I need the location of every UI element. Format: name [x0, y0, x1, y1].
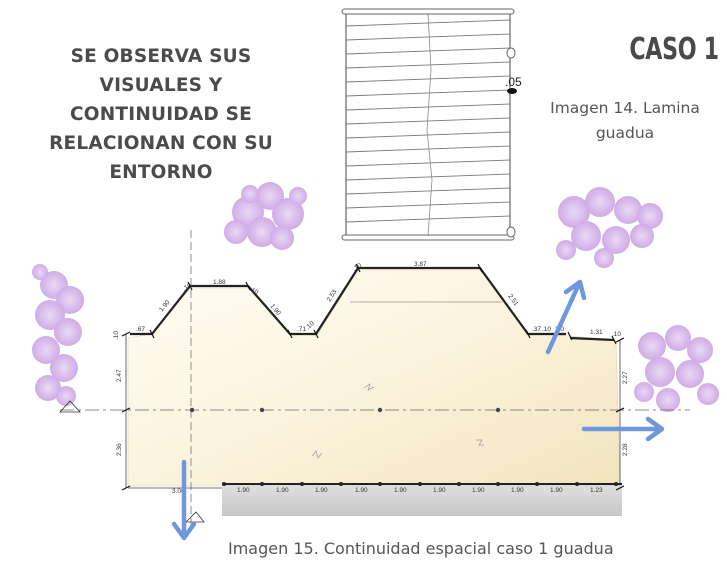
- lamina-guadua-drawing: [341, 8, 517, 241]
- caption-line: guadua: [595, 124, 655, 142]
- arrow-down-icon: [171, 459, 197, 541]
- dimension-label: .10: [352, 262, 364, 273]
- tree-icon: [634, 325, 719, 412]
- side-dimensions: 2.47 2.36 2.27 2.28: [116, 369, 629, 456]
- image-15-caption: Imagen 15. Continuidad espacial caso 1 g…: [228, 539, 614, 558]
- dimension-label: .10: [113, 331, 120, 340]
- dimension-label: 1.90: [472, 487, 485, 494]
- dimension-label: 2.27: [622, 371, 629, 384]
- caption-line: Imagen 14. Lamina: [550, 99, 700, 117]
- dimension-label: 1.90: [237, 487, 250, 494]
- dimension-label: 2.28: [622, 443, 629, 456]
- dimension-label: 1.90: [511, 487, 524, 494]
- dimension-label: 1.90: [355, 487, 368, 494]
- dimension-label: .67: [136, 326, 145, 333]
- dimension-label: .10: [304, 320, 316, 332]
- tree-icon: [32, 264, 84, 406]
- dimension-label: 3.87: [414, 261, 427, 268]
- dimension-label: .10: [542, 326, 551, 333]
- tree-icon: [224, 182, 307, 250]
- dimension-label: 2.36: [116, 443, 123, 456]
- arrow-up-right-icon: [545, 279, 587, 355]
- dimension-label: 2.47: [116, 369, 123, 382]
- dimension-label: 3.00: [172, 488, 185, 495]
- floor-plan: [59, 230, 690, 525]
- dimension-label: .10: [182, 282, 194, 293]
- arrow-right-icon: [581, 416, 665, 442]
- heading-line: ENTORNO: [109, 162, 213, 183]
- dimension-label: 1.90: [394, 487, 407, 494]
- heading-line: RELACIONAN CON SU: [49, 133, 273, 154]
- heading-line: CONTINUIDAD SE: [70, 104, 252, 125]
- dimension-label: .10: [612, 331, 621, 338]
- dimension-label: .10: [248, 286, 260, 297]
- dimension-label: 1.90: [276, 487, 289, 494]
- lamina-dimension-label: .05: [505, 75, 522, 89]
- observation-heading: SE OBSERVA SUS VISUALES Y CONTINUIDAD SE…: [12, 42, 310, 187]
- tree-icon: [556, 187, 663, 268]
- case-title: CASO 1: [629, 32, 720, 67]
- heading-line: VISUALES Y: [99, 75, 223, 96]
- dimension-label: .37: [532, 326, 541, 333]
- dimension-label: 1.90: [433, 487, 446, 494]
- image-14-caption: Imagen 14. Lamina guadua: [520, 96, 727, 146]
- dimension-label: 1.88: [213, 279, 226, 286]
- heading-line: SE OBSERVA SUS: [70, 46, 252, 67]
- dimension-label: .71: [297, 326, 306, 333]
- dimension-label: 1.90: [315, 487, 328, 494]
- dimension-label: 1.31: [590, 329, 603, 336]
- dimension-label: 1.90: [550, 487, 563, 494]
- bottom-dimensions: 3.00 1.90 1.90 1.90 1.90 1.90 1.90 1.90 …: [172, 487, 603, 495]
- dimension-label: 1.23: [590, 487, 603, 494]
